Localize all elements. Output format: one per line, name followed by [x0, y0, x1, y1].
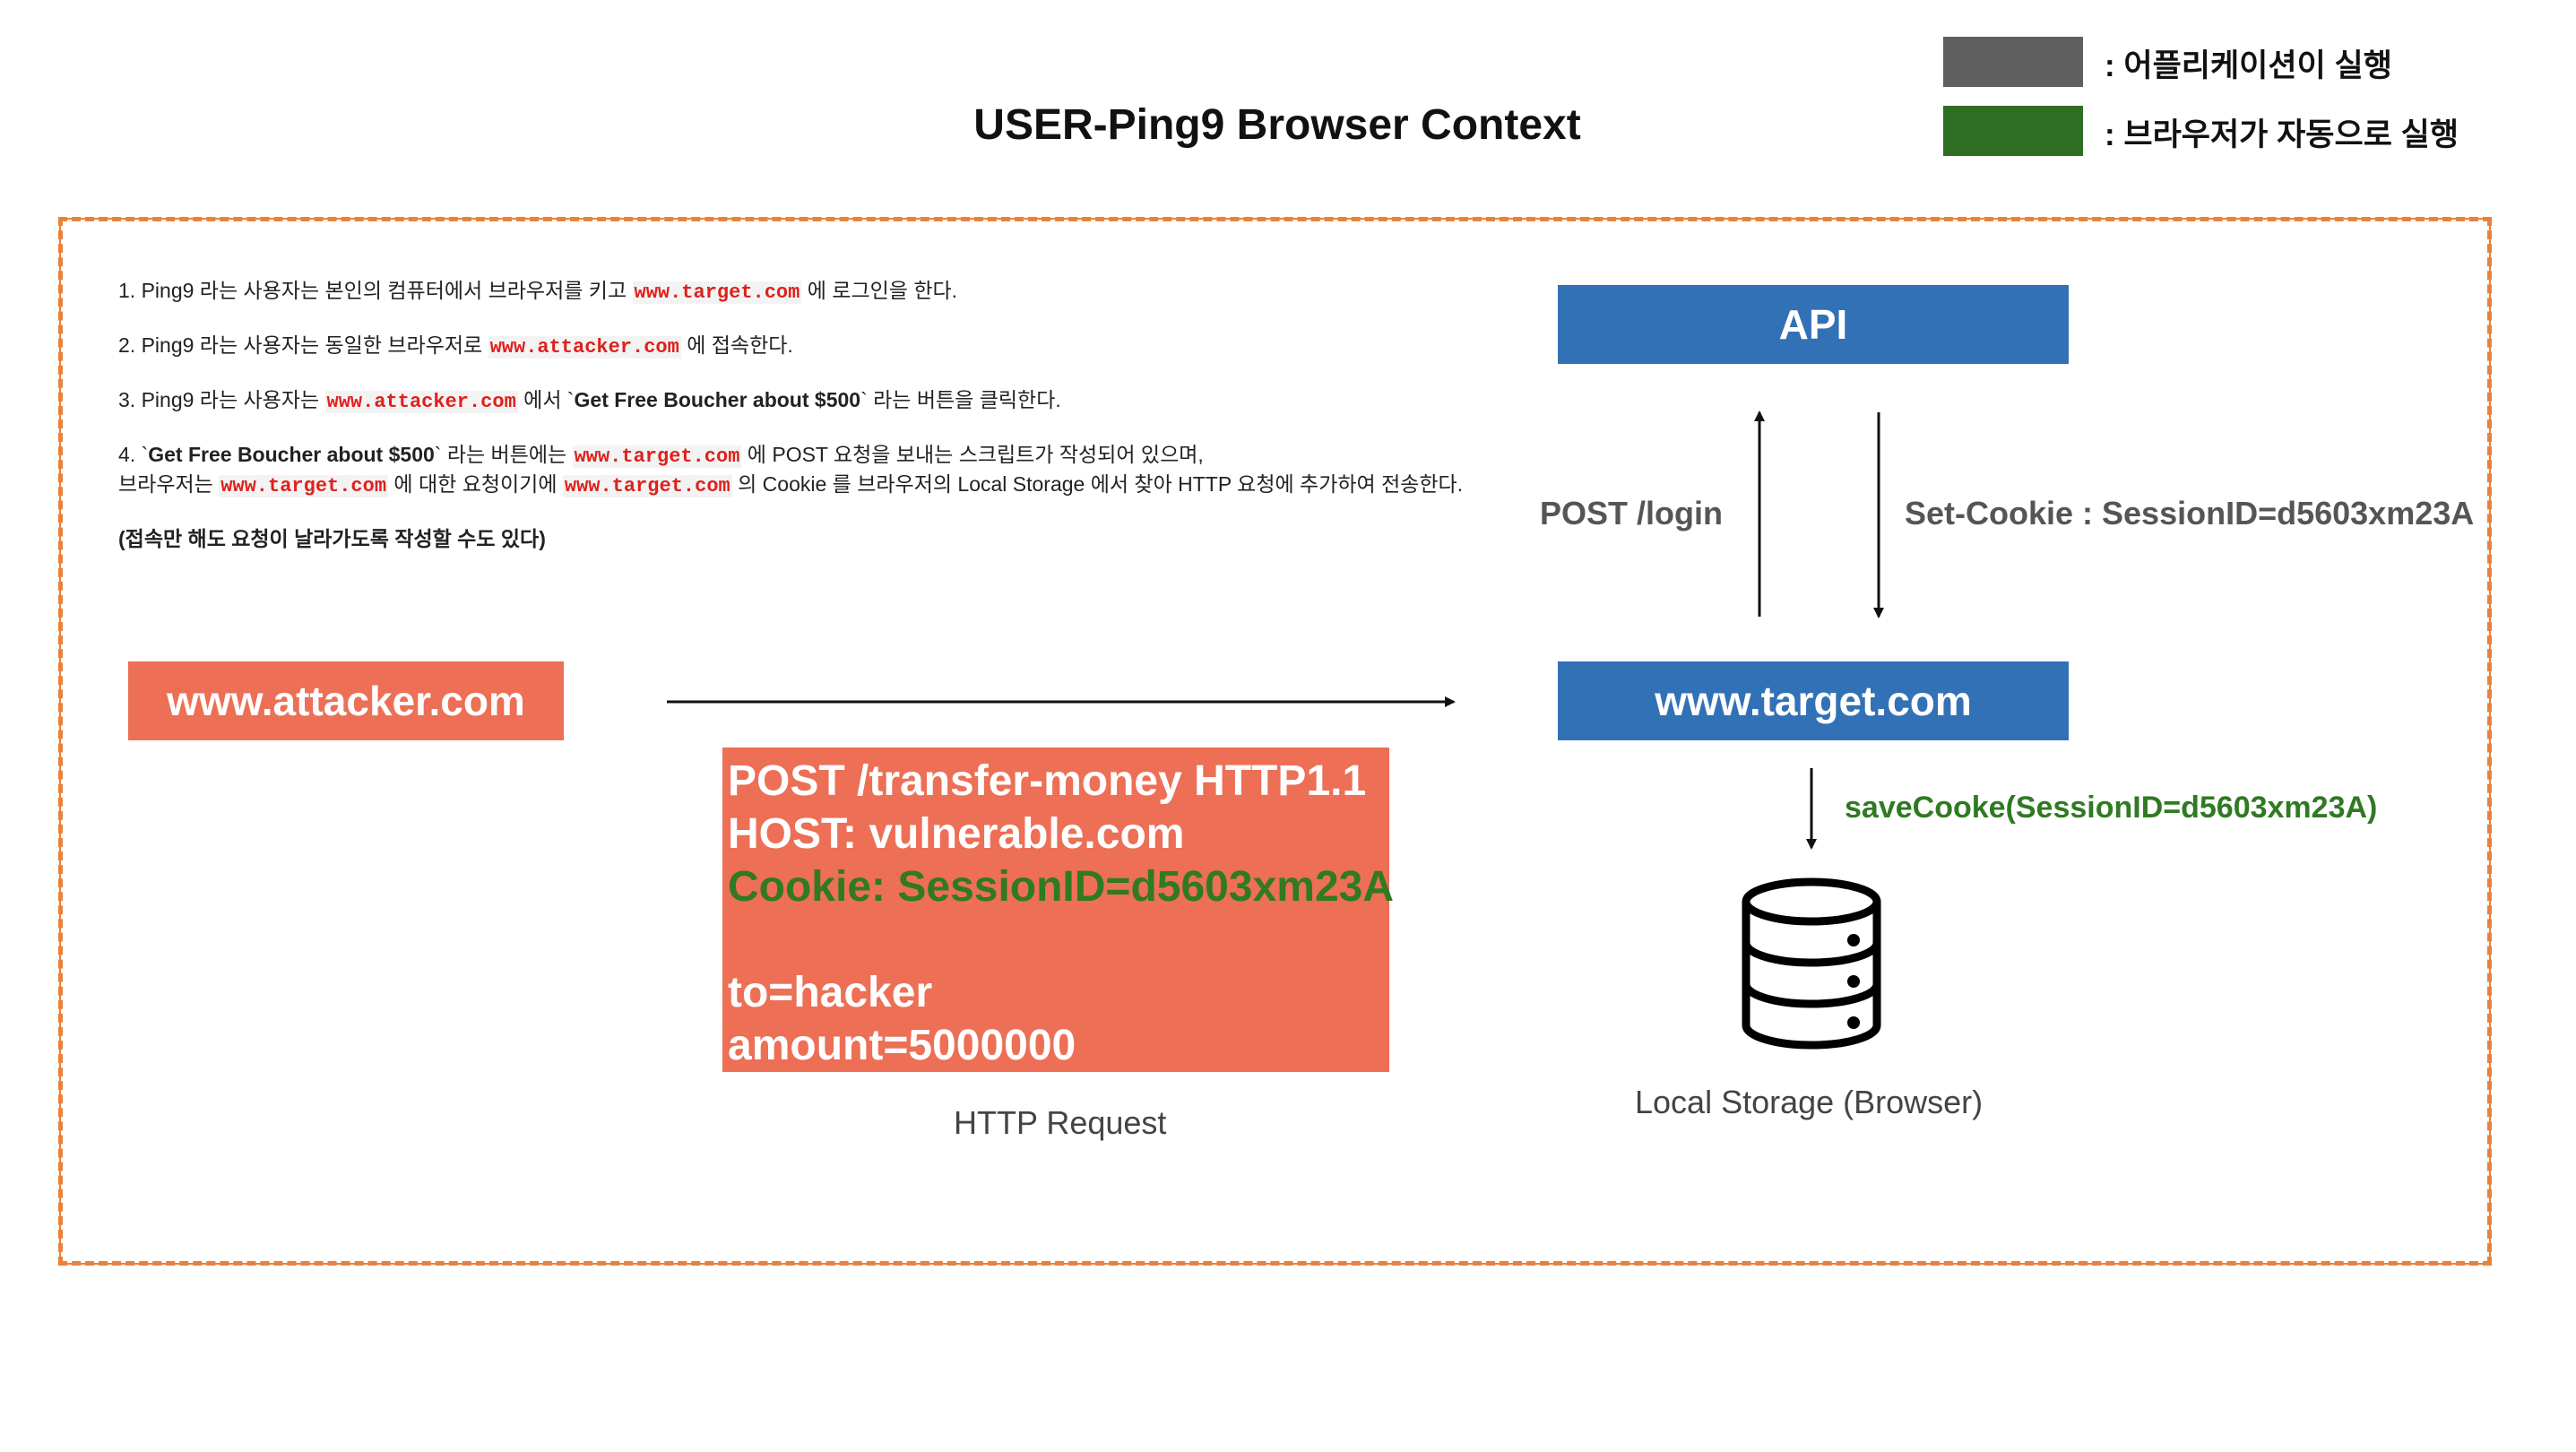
database-icon-dots [1847, 934, 1860, 1029]
http-request-line-4: to=hacker [728, 969, 933, 1016]
save-cookie-label: saveCooke(SessionID=d5603xm23A) [1845, 791, 2378, 825]
step-4-text-j: 의 Cookie 를 브라우저의 Local Storage 에서 찾아 HTT… [731, 472, 1464, 496]
step-note: (접속만 해도 요청이 날라가도록 작성할 수도 있다) [118, 527, 546, 550]
http-request-cookie-line: Cookie: SessionID=d5603xm23A [728, 863, 1394, 911]
step-3-domain: www.attacker.com [324, 391, 518, 413]
http-request-box: POST /transfer-money HTTP1.1 HOST: vulne… [722, 748, 1394, 1072]
step-3: 3. Ping9 라는 사용자는 www.attacker.com 에서 `Ge… [118, 386, 1517, 416]
browser-context-frame [58, 217, 2492, 1266]
steps-text: 1. Ping9 라는 사용자는 본인의 컴퓨터에서 브라우저를 키고 www.… [118, 277, 1517, 578]
step-1: 1. Ping9 라는 사용자는 본인의 컴퓨터에서 브라우저를 키고 www.… [118, 277, 1517, 307]
diagram-title: USER-Ping9 Browser Context [973, 101, 1581, 149]
legend-label-browser: : 브라우저가 자동으로 실행 [2105, 117, 2459, 152]
http-request-caption: HTTP Request [954, 1104, 1167, 1141]
attacker-node: www.attacker.com [128, 661, 564, 740]
post-login-label: POST /login [1540, 495, 1723, 532]
target-node: www.target.com [1558, 661, 2069, 740]
step-4-text-e: 에 POST 요청을 보내는 스크립트가 작성되어 있으며, [741, 443, 1204, 466]
api-node-label: API [1778, 301, 1848, 348]
step-3-text-a: 3. Ping9 라는 사용자는 [118, 388, 325, 411]
target-node-label: www.target.com [1655, 678, 1972, 724]
database-icon [1742, 877, 1881, 1050]
step-3-text-e: ` 라는 버튼을 클릭한다. [860, 388, 1061, 411]
local-storage-caption: Local Storage (Browser) [1635, 1084, 1984, 1120]
step-4: 4. `Get Free Boucher about $500` 라는 버튼에는… [118, 441, 1517, 500]
legend-swatch-browser [1943, 106, 2083, 156]
legend-label-application: : 어플리케이션이 실행 [2105, 48, 2392, 83]
step-4-domain-1: www.target.com [572, 445, 742, 468]
step-4-text-a: 4. ` [118, 443, 149, 466]
step-4-button-name: Get Free Boucher about $500 [148, 443, 435, 466]
step-4-text-f: 브라우저는 [118, 472, 220, 496]
step-1-domain: www.target.com [632, 281, 802, 304]
step-4-text-h: 에 대한 요청이기에 [388, 472, 563, 496]
step-3-text-c: 에서 ` [517, 388, 575, 411]
legend-swatch-application [1943, 37, 2083, 87]
step-3-button-name: Get Free Boucher about $500 [574, 388, 861, 411]
step-2-text-c: 에 접속한다. [680, 333, 793, 357]
step-1-text-c: 에 로그인을 한다. [801, 279, 958, 302]
step-4-domain-2: www.target.com [219, 475, 389, 497]
http-request-blank-line [728, 913, 1384, 966]
step-4-text-c: ` 라는 버튼에는 [434, 443, 573, 466]
http-request-line-5: amount=5000000 [728, 1022, 1076, 1069]
step-2-text-a: 2. Ping9 라는 사용자는 동일한 브라우저로 [118, 333, 488, 357]
api-node: API [1558, 285, 2069, 364]
step-4-domain-3: www.target.com [562, 475, 732, 497]
http-request-line-1: POST /transfer-money HTTP1.1 [728, 757, 1367, 805]
http-request-line-2: HOST: vulnerable.com [728, 810, 1185, 858]
set-cookie-label: Set-Cookie : SessionID=d5603xm23A [1905, 495, 2475, 532]
step-2: 2. Ping9 라는 사용자는 동일한 브라우저로 www.attacker.… [118, 332, 1517, 361]
attacker-node-label: www.attacker.com [167, 678, 525, 724]
step-2-domain: www.attacker.com [488, 336, 681, 359]
step-1-text-a: 1. Ping9 라는 사용자는 본인의 컴퓨터에서 브라우저를 키고 [118, 279, 633, 302]
